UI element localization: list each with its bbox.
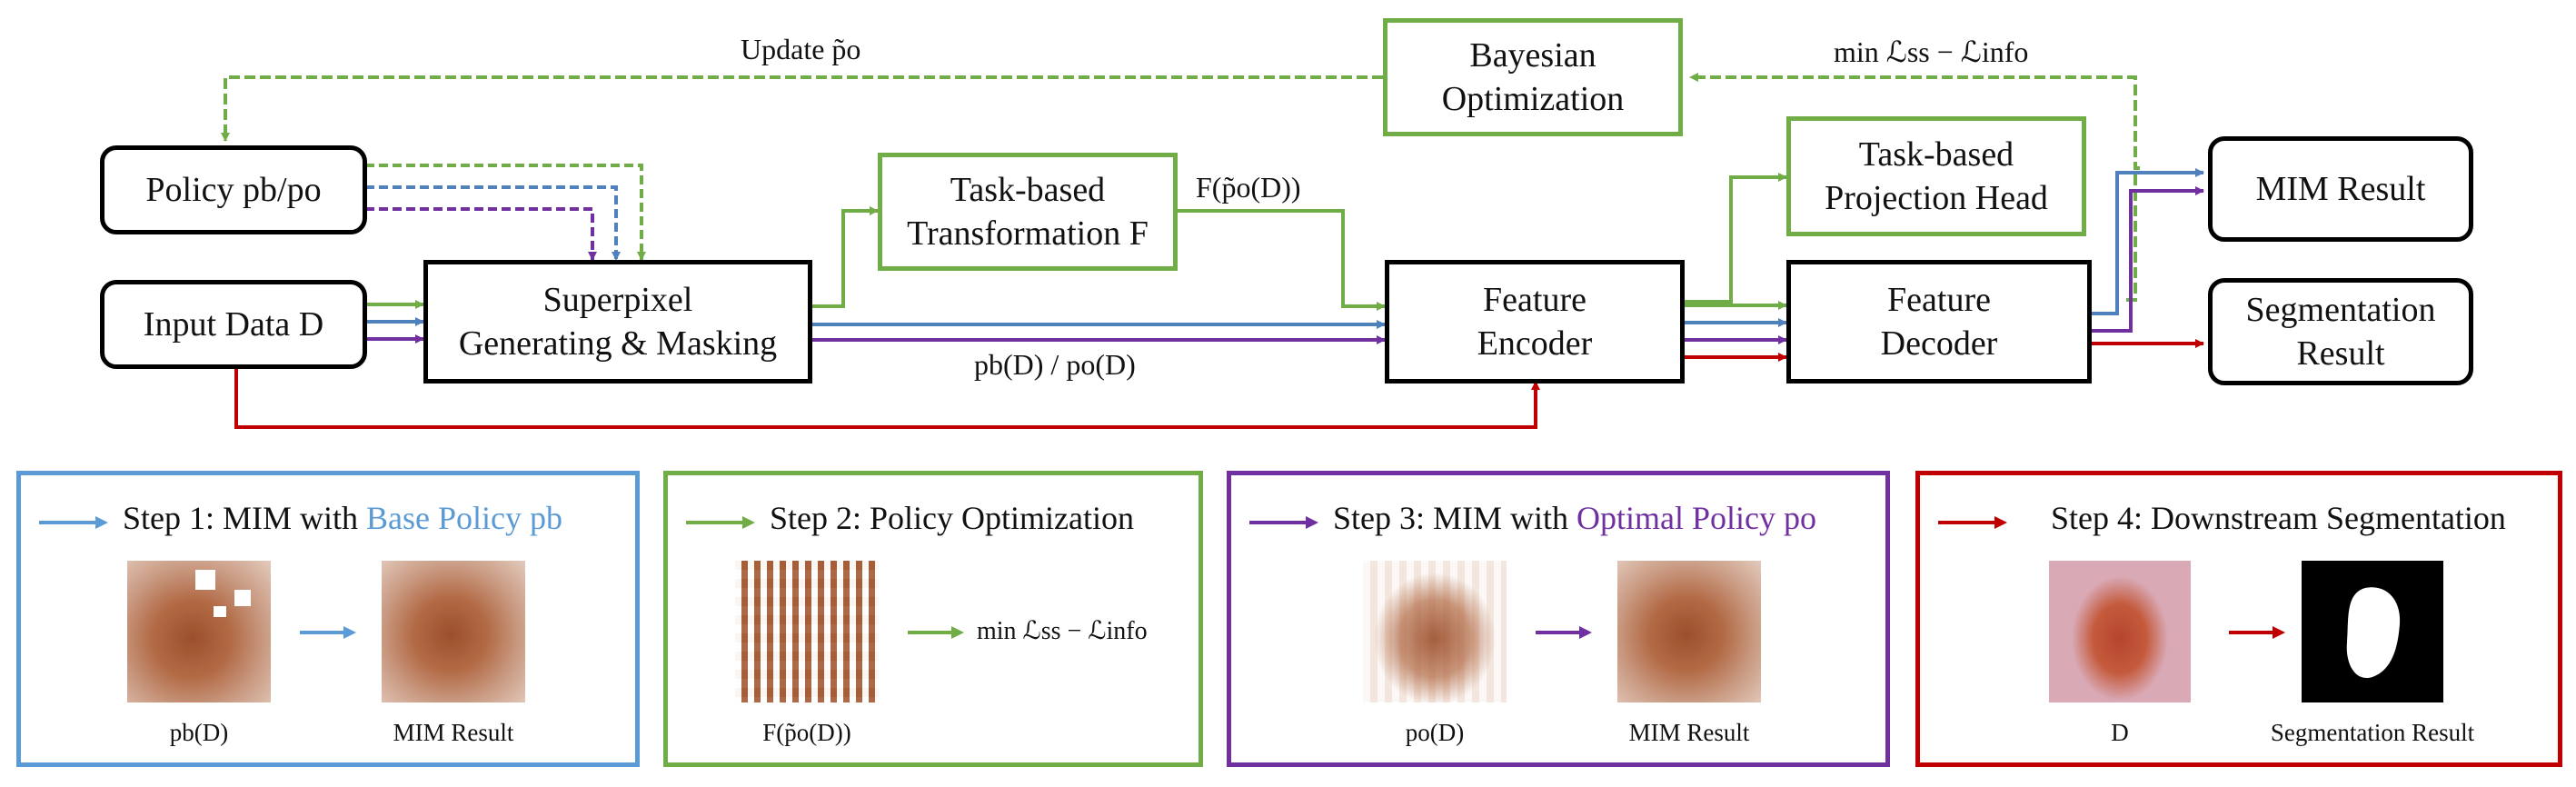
mim-result-label: MIM Result bbox=[2255, 170, 2426, 208]
step4-caption-left: D bbox=[2111, 719, 2129, 746]
step3-caption-right: MIM Result bbox=[1628, 719, 1750, 746]
input-label: Input Data D bbox=[143, 305, 324, 344]
superpixel-label-2: Generating & Masking bbox=[458, 324, 778, 363]
superpixel-label-1: Superpixel bbox=[542, 281, 693, 319]
feature-encoder-box: Feature Encoder bbox=[1385, 260, 1685, 384]
projection-label-1: Task-based bbox=[1858, 135, 2014, 174]
step1-caption-right: MIM Result bbox=[393, 719, 514, 746]
step4-caption-right: Segmentation Result bbox=[2270, 719, 2475, 746]
step4-process-arrow-icon bbox=[2229, 626, 2285, 639]
transformation-box: Task-based Transformation F bbox=[878, 153, 1178, 271]
policy-blue-dashed bbox=[365, 185, 621, 261]
step1-caption-left: pb(D) bbox=[169, 719, 229, 746]
transformation-label-1: Task-based bbox=[950, 171, 1106, 209]
bayesian-label-2: Optimization bbox=[1441, 80, 1625, 118]
step1-highlight: Base Policy pb bbox=[366, 500, 562, 536]
policy-purple-dashed bbox=[365, 207, 597, 261]
step1-panel: Step 1: MIM with Base Policy pb pb(D) MI… bbox=[16, 471, 640, 767]
projection-head-box: Task-based Projection Head bbox=[1786, 116, 2086, 236]
step3-arrow-icon bbox=[1249, 516, 1318, 529]
step4-title: Step 4: Downstream Segmentation bbox=[2051, 500, 2506, 536]
feature-decoder-box: Feature Decoder bbox=[1786, 260, 2092, 384]
step2-loss-label: min ℒss − ℒinfo bbox=[977, 617, 1148, 645]
step2-process-arrow-icon bbox=[908, 626, 964, 639]
loss-arrow bbox=[1689, 73, 2140, 170]
loss-label: min ℒss − ℒinfo bbox=[1834, 35, 2029, 68]
transformation-label-2: Transformation F bbox=[907, 214, 1149, 253]
step3-mim-image bbox=[1617, 561, 1761, 702]
policy-box: Policy pb/po bbox=[100, 145, 367, 234]
masked-output-label: pb(D) / po(D) bbox=[974, 348, 1136, 381]
step1-mim-image bbox=[382, 561, 525, 702]
segmentation-label-1: Segmentation bbox=[2245, 291, 2436, 329]
transform-output-label: F(p̃o(D)) bbox=[1196, 171, 1301, 204]
step3-highlight: Optimal Policy po bbox=[1576, 500, 1817, 536]
policy-green-dashed bbox=[365, 164, 646, 261]
step2-arrow-icon bbox=[686, 516, 755, 529]
step4-arrow-icon bbox=[1938, 516, 2007, 529]
step2-transformed-image bbox=[735, 561, 879, 702]
step1-process-arrow-icon bbox=[300, 626, 356, 639]
step1-title: Step 1: MIM with Base Policy pb bbox=[123, 500, 562, 536]
step2-caption-left: F(p̃o(D)) bbox=[762, 719, 851, 746]
step3-process-arrow-icon bbox=[1536, 626, 1592, 639]
step4-panel: Step 4: Downstream Segmentation D Segmen… bbox=[1915, 471, 2562, 767]
update-arrow bbox=[221, 75, 1383, 142]
update-label: Update p̃o bbox=[741, 33, 861, 65]
step2-title: Step 2: Policy Optimization bbox=[770, 500, 1134, 536]
encoder-label-2: Encoder bbox=[1477, 324, 1593, 363]
step3-title: Step 3: MIM with Optimal Policy po bbox=[1333, 500, 1817, 536]
step3-masked-image bbox=[1363, 561, 1507, 702]
step2-panel: Step 2: Policy Optimization min ℒss − ℒi… bbox=[663, 471, 1203, 767]
segmentation-result-box: Segmentation Result bbox=[2208, 278, 2473, 385]
step1-arrow-icon bbox=[39, 516, 108, 529]
bayesian-label-1: Bayesian bbox=[1469, 36, 1596, 75]
step3-panel: Step 3: MIM with Optimal Policy po po(D)… bbox=[1227, 471, 1890, 767]
bayesian-optimization-box: Bayesian Optimization bbox=[1383, 18, 1683, 136]
projection-label-2: Projection Head bbox=[1825, 179, 2048, 217]
encoder-label-1: Feature bbox=[1483, 281, 1586, 319]
superpixel-box: Superpixel Generating & Masking bbox=[423, 260, 812, 384]
step1-masked-image bbox=[127, 561, 271, 702]
decoder-label-1: Feature bbox=[1887, 281, 1991, 319]
segmentation-label-2: Result bbox=[2296, 334, 2385, 373]
mim-result-box: MIM Result bbox=[2208, 136, 2473, 242]
step4-segmentation-mask bbox=[2302, 561, 2443, 702]
decoder-label-2: Decoder bbox=[1880, 324, 1998, 363]
policy-label: Policy pb/po bbox=[145, 171, 322, 209]
input-data-box: Input Data D bbox=[100, 280, 367, 369]
step4-input-image bbox=[2049, 561, 2191, 702]
step3-caption-left: po(D) bbox=[1405, 719, 1465, 746]
